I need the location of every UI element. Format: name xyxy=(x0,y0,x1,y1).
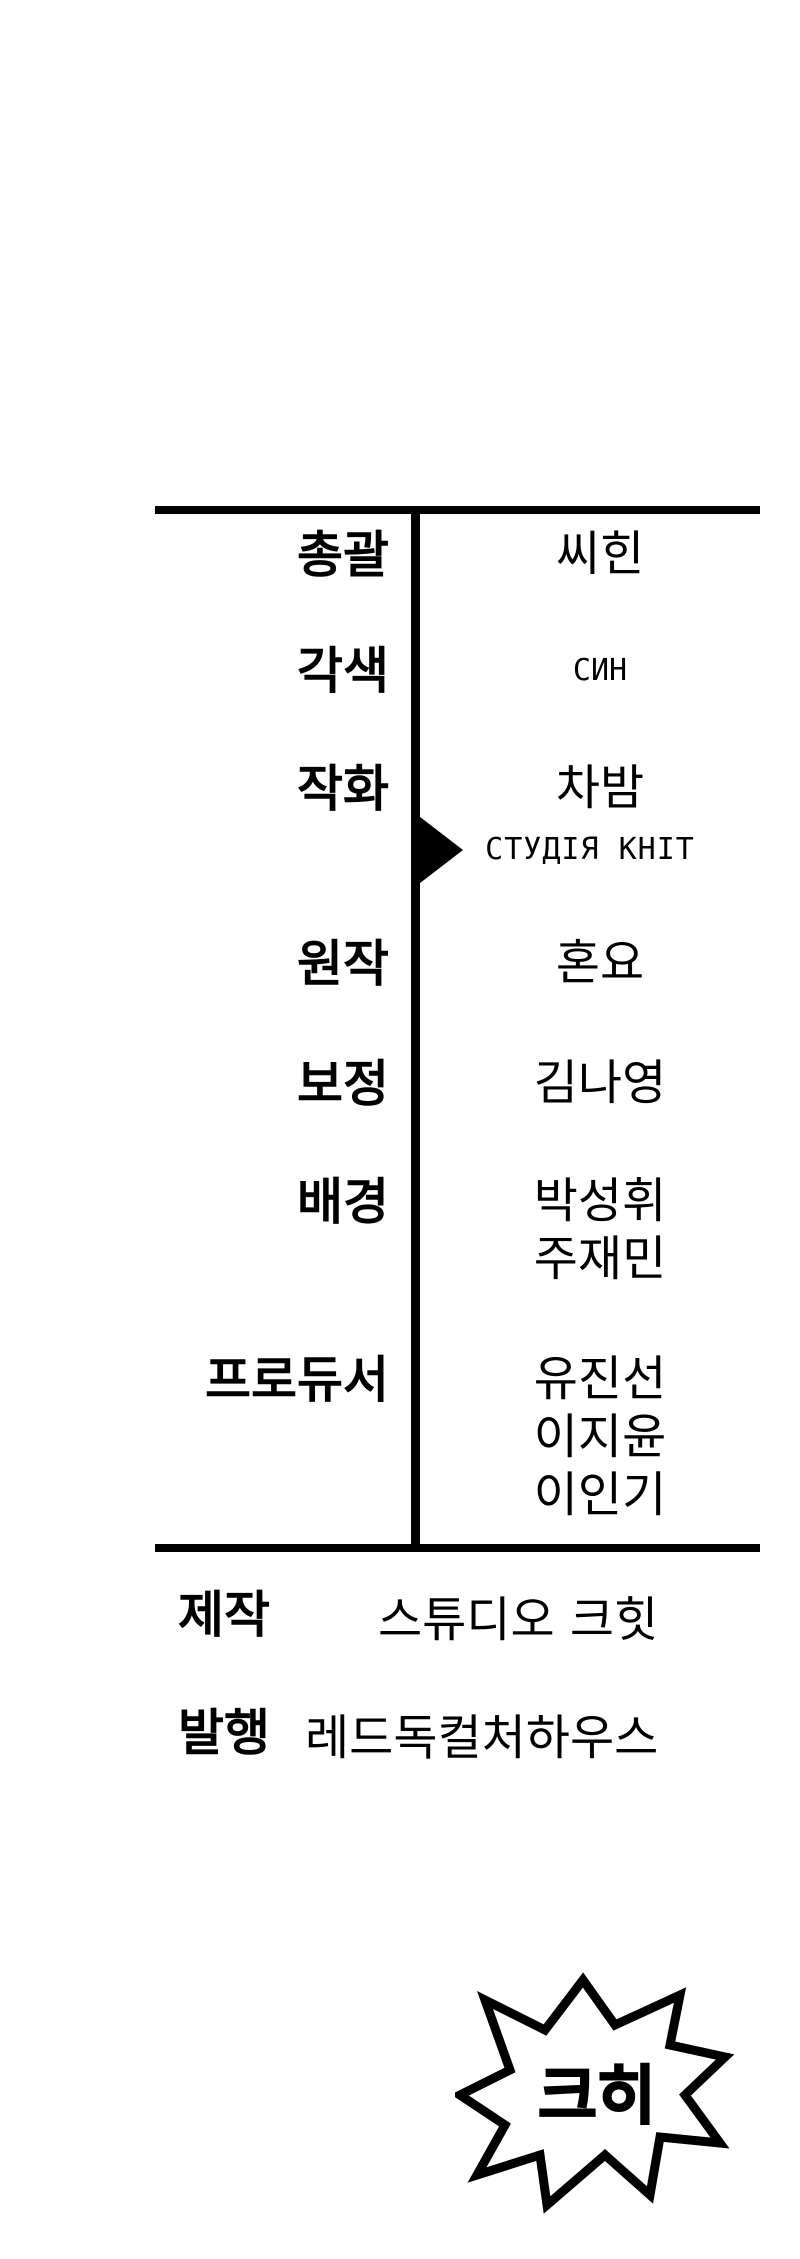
role-label: 원작 xyxy=(297,935,389,993)
credit-name: 이지윤 xyxy=(533,1409,667,1465)
credit-name: 씨힌 xyxy=(555,526,645,582)
role-label: 총괄 xyxy=(297,526,389,584)
role-label: 작화 xyxy=(297,760,389,818)
center-divider xyxy=(411,506,420,1552)
credit-names: 혼요 xyxy=(430,934,770,992)
studio-tag: СТУДІЯ КНІТ xyxy=(485,832,695,867)
credit-names: 박성휘 주재민 xyxy=(430,1172,770,1288)
role-label: 각색 xyxy=(297,642,389,700)
role-label: 보정 xyxy=(297,1055,389,1113)
top-rule xyxy=(155,506,760,514)
footer-value: 스튜디오 크힛 xyxy=(378,1592,659,1648)
credit-name: 박성휘 xyxy=(533,1173,667,1229)
footer-label: 발행 xyxy=(178,1704,270,1762)
credit-name: 김나영 xyxy=(533,1055,667,1111)
studio-pointer-icon xyxy=(411,810,463,890)
credit-names: 유진선 이지윤 이인기 xyxy=(430,1350,770,1524)
credit-name: 혼요 xyxy=(555,935,645,991)
footer-value: 레드독컬처하우스 xyxy=(305,1710,659,1766)
bottom-rule xyxy=(155,1544,760,1552)
credit-names: 김나영 xyxy=(430,1054,770,1112)
credit-names: СИН xyxy=(430,651,770,691)
credit-names: 차밤 xyxy=(430,759,770,817)
credit-names: 씨힌 xyxy=(430,525,770,583)
role-label: 프로듀서 xyxy=(205,1351,389,1409)
logo-text: 크히 xyxy=(538,2060,656,2134)
role-label: 배경 xyxy=(297,1173,389,1231)
credit-name: 주재민 xyxy=(533,1231,667,1287)
credit-name: СИН xyxy=(572,653,628,688)
burst-shape xyxy=(455,1972,735,2214)
credit-name: 차밤 xyxy=(555,760,645,816)
credit-name: 유진선 xyxy=(533,1351,667,1407)
burst-badge-icon: 크히 xyxy=(455,1972,735,2214)
footer-label: 제작 xyxy=(178,1586,270,1644)
credit-name: 이인기 xyxy=(533,1467,667,1523)
